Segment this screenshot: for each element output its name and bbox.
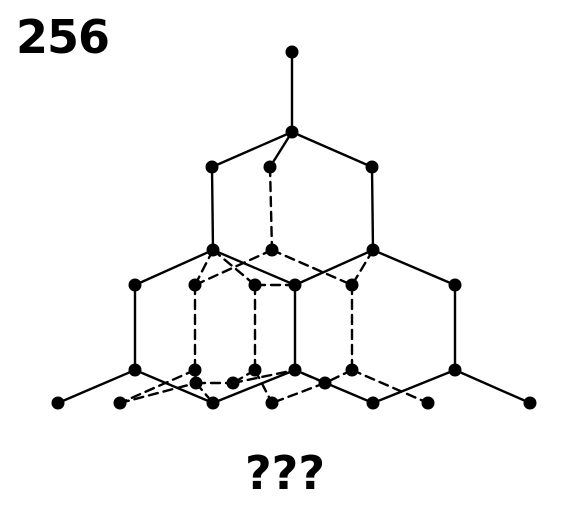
- bond-solid: [211, 368, 297, 405]
- atom-node: [205, 160, 219, 174]
- atom-node: [206, 396, 220, 410]
- atom-node: [288, 278, 302, 292]
- atom-node: [285, 45, 299, 59]
- atom-node: [226, 376, 240, 390]
- atom-node: [265, 396, 279, 410]
- bond-dashed: [270, 248, 354, 287]
- atom-node: [285, 125, 299, 139]
- bond-solid: [371, 368, 457, 405]
- bond-dashed: [350, 248, 375, 287]
- atom-node: [128, 363, 142, 377]
- bond-solid: [56, 368, 137, 405]
- bond-dashed: [211, 248, 257, 287]
- atom-node: [263, 160, 277, 174]
- atom-node: [448, 363, 462, 377]
- atom-node: [248, 278, 262, 292]
- atom-node: [51, 396, 65, 410]
- atom-node: [345, 278, 359, 292]
- atom-node: [188, 363, 202, 377]
- atom-node: [113, 396, 127, 410]
- atom-node: [188, 278, 202, 292]
- bond-dashed: [193, 248, 215, 287]
- bond-dashed: [350, 368, 430, 405]
- atom-node: [366, 243, 380, 257]
- atom-node: [128, 278, 142, 292]
- bond-dashed: [231, 368, 297, 385]
- atom-node: [345, 363, 359, 377]
- unknown-caption: ???: [244, 446, 326, 500]
- atom-node: [206, 243, 220, 257]
- bond-solid: [210, 130, 294, 169]
- bond-solid: [370, 165, 375, 252]
- atom-node: [523, 396, 537, 410]
- atom-node: [248, 363, 262, 377]
- bond-solid: [371, 248, 457, 287]
- atom-node: [318, 376, 332, 390]
- problem-number: 256: [16, 10, 110, 64]
- atom-node: [365, 160, 379, 174]
- bond-solid: [453, 368, 532, 405]
- bond-dashed: [270, 381, 327, 405]
- bond-solid: [133, 248, 215, 287]
- bond-solid: [268, 130, 294, 169]
- bond-solid: [211, 248, 297, 287]
- bond-dashed: [193, 248, 274, 287]
- bond-solid: [290, 130, 374, 169]
- bond-solid: [133, 368, 215, 405]
- bond-dashed: [118, 368, 197, 405]
- bond-dashed: [268, 165, 274, 252]
- atom-node: [366, 396, 380, 410]
- bond-solid: [210, 165, 215, 252]
- atom-node: [288, 363, 302, 377]
- atom-node: [265, 243, 279, 257]
- bond-solid: [293, 248, 375, 287]
- atom-node: [189, 376, 203, 390]
- bond-dashed: [118, 381, 198, 405]
- atom-node: [421, 396, 435, 410]
- atom-node: [448, 278, 462, 292]
